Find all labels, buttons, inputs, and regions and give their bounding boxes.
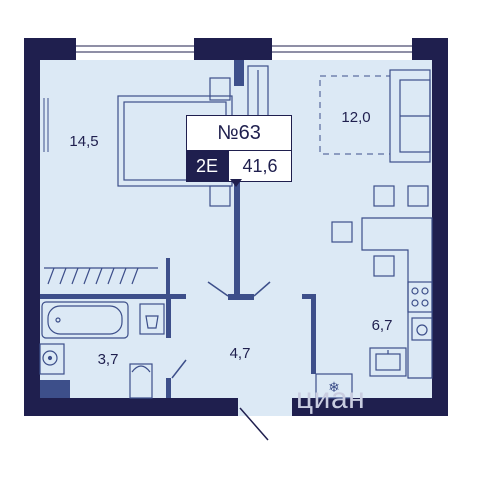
interior-wall-hallway-top xyxy=(228,294,254,300)
dining-area-outline xyxy=(319,75,391,155)
apartment-total-area: 41,6 xyxy=(228,150,292,182)
apartment-badge: №63 2Е 41,6 xyxy=(186,115,292,187)
bathroom-area-label: 3,7 xyxy=(98,351,119,368)
stove-icon xyxy=(407,281,433,313)
entrance-gap xyxy=(238,398,292,416)
sofa xyxy=(389,69,431,163)
chairs xyxy=(331,185,429,277)
interior-wall-partition xyxy=(234,180,240,296)
window-right xyxy=(272,38,412,60)
washing-machine-icon xyxy=(411,317,433,341)
badge-pointer xyxy=(230,179,242,187)
kitchen-area-label: 6,7 xyxy=(372,317,393,334)
window-left xyxy=(76,38,194,60)
towel-rail xyxy=(44,267,158,285)
fridge-icon: ❄ xyxy=(315,373,353,399)
bathroom-wall-inner xyxy=(166,258,170,296)
apartment-number: №63 xyxy=(186,115,292,151)
hallway-area-label: 4,7 xyxy=(230,345,251,362)
interior-wall-vertical xyxy=(234,60,244,86)
living-area-label: 12,0 xyxy=(341,109,370,126)
apartment-rooms: 2Е xyxy=(186,150,228,182)
bathroom-sink-icon xyxy=(39,343,65,375)
entrance-door xyxy=(239,407,269,441)
bathroom-wall-right-lower xyxy=(166,378,171,398)
bathtub-icon xyxy=(41,301,129,339)
svg-text:❄: ❄ xyxy=(328,380,340,396)
bathroom-wall-right xyxy=(166,296,171,338)
bathroom-dark-block xyxy=(40,380,70,398)
bedroom-area-label: 14,5 xyxy=(69,133,98,150)
window-bedroom-side xyxy=(43,98,49,152)
kitchen-counter xyxy=(361,217,433,379)
kitchen-sink-icon xyxy=(369,347,407,377)
cian-watermark: циан xyxy=(296,382,366,415)
kitchen-wall-vertical xyxy=(311,294,316,374)
toilet-icon xyxy=(129,363,153,399)
kitchen-wall xyxy=(302,294,316,299)
laundry-basket-icon xyxy=(139,303,165,335)
door-hallway xyxy=(171,281,271,379)
bathroom-wall-top xyxy=(40,294,186,299)
